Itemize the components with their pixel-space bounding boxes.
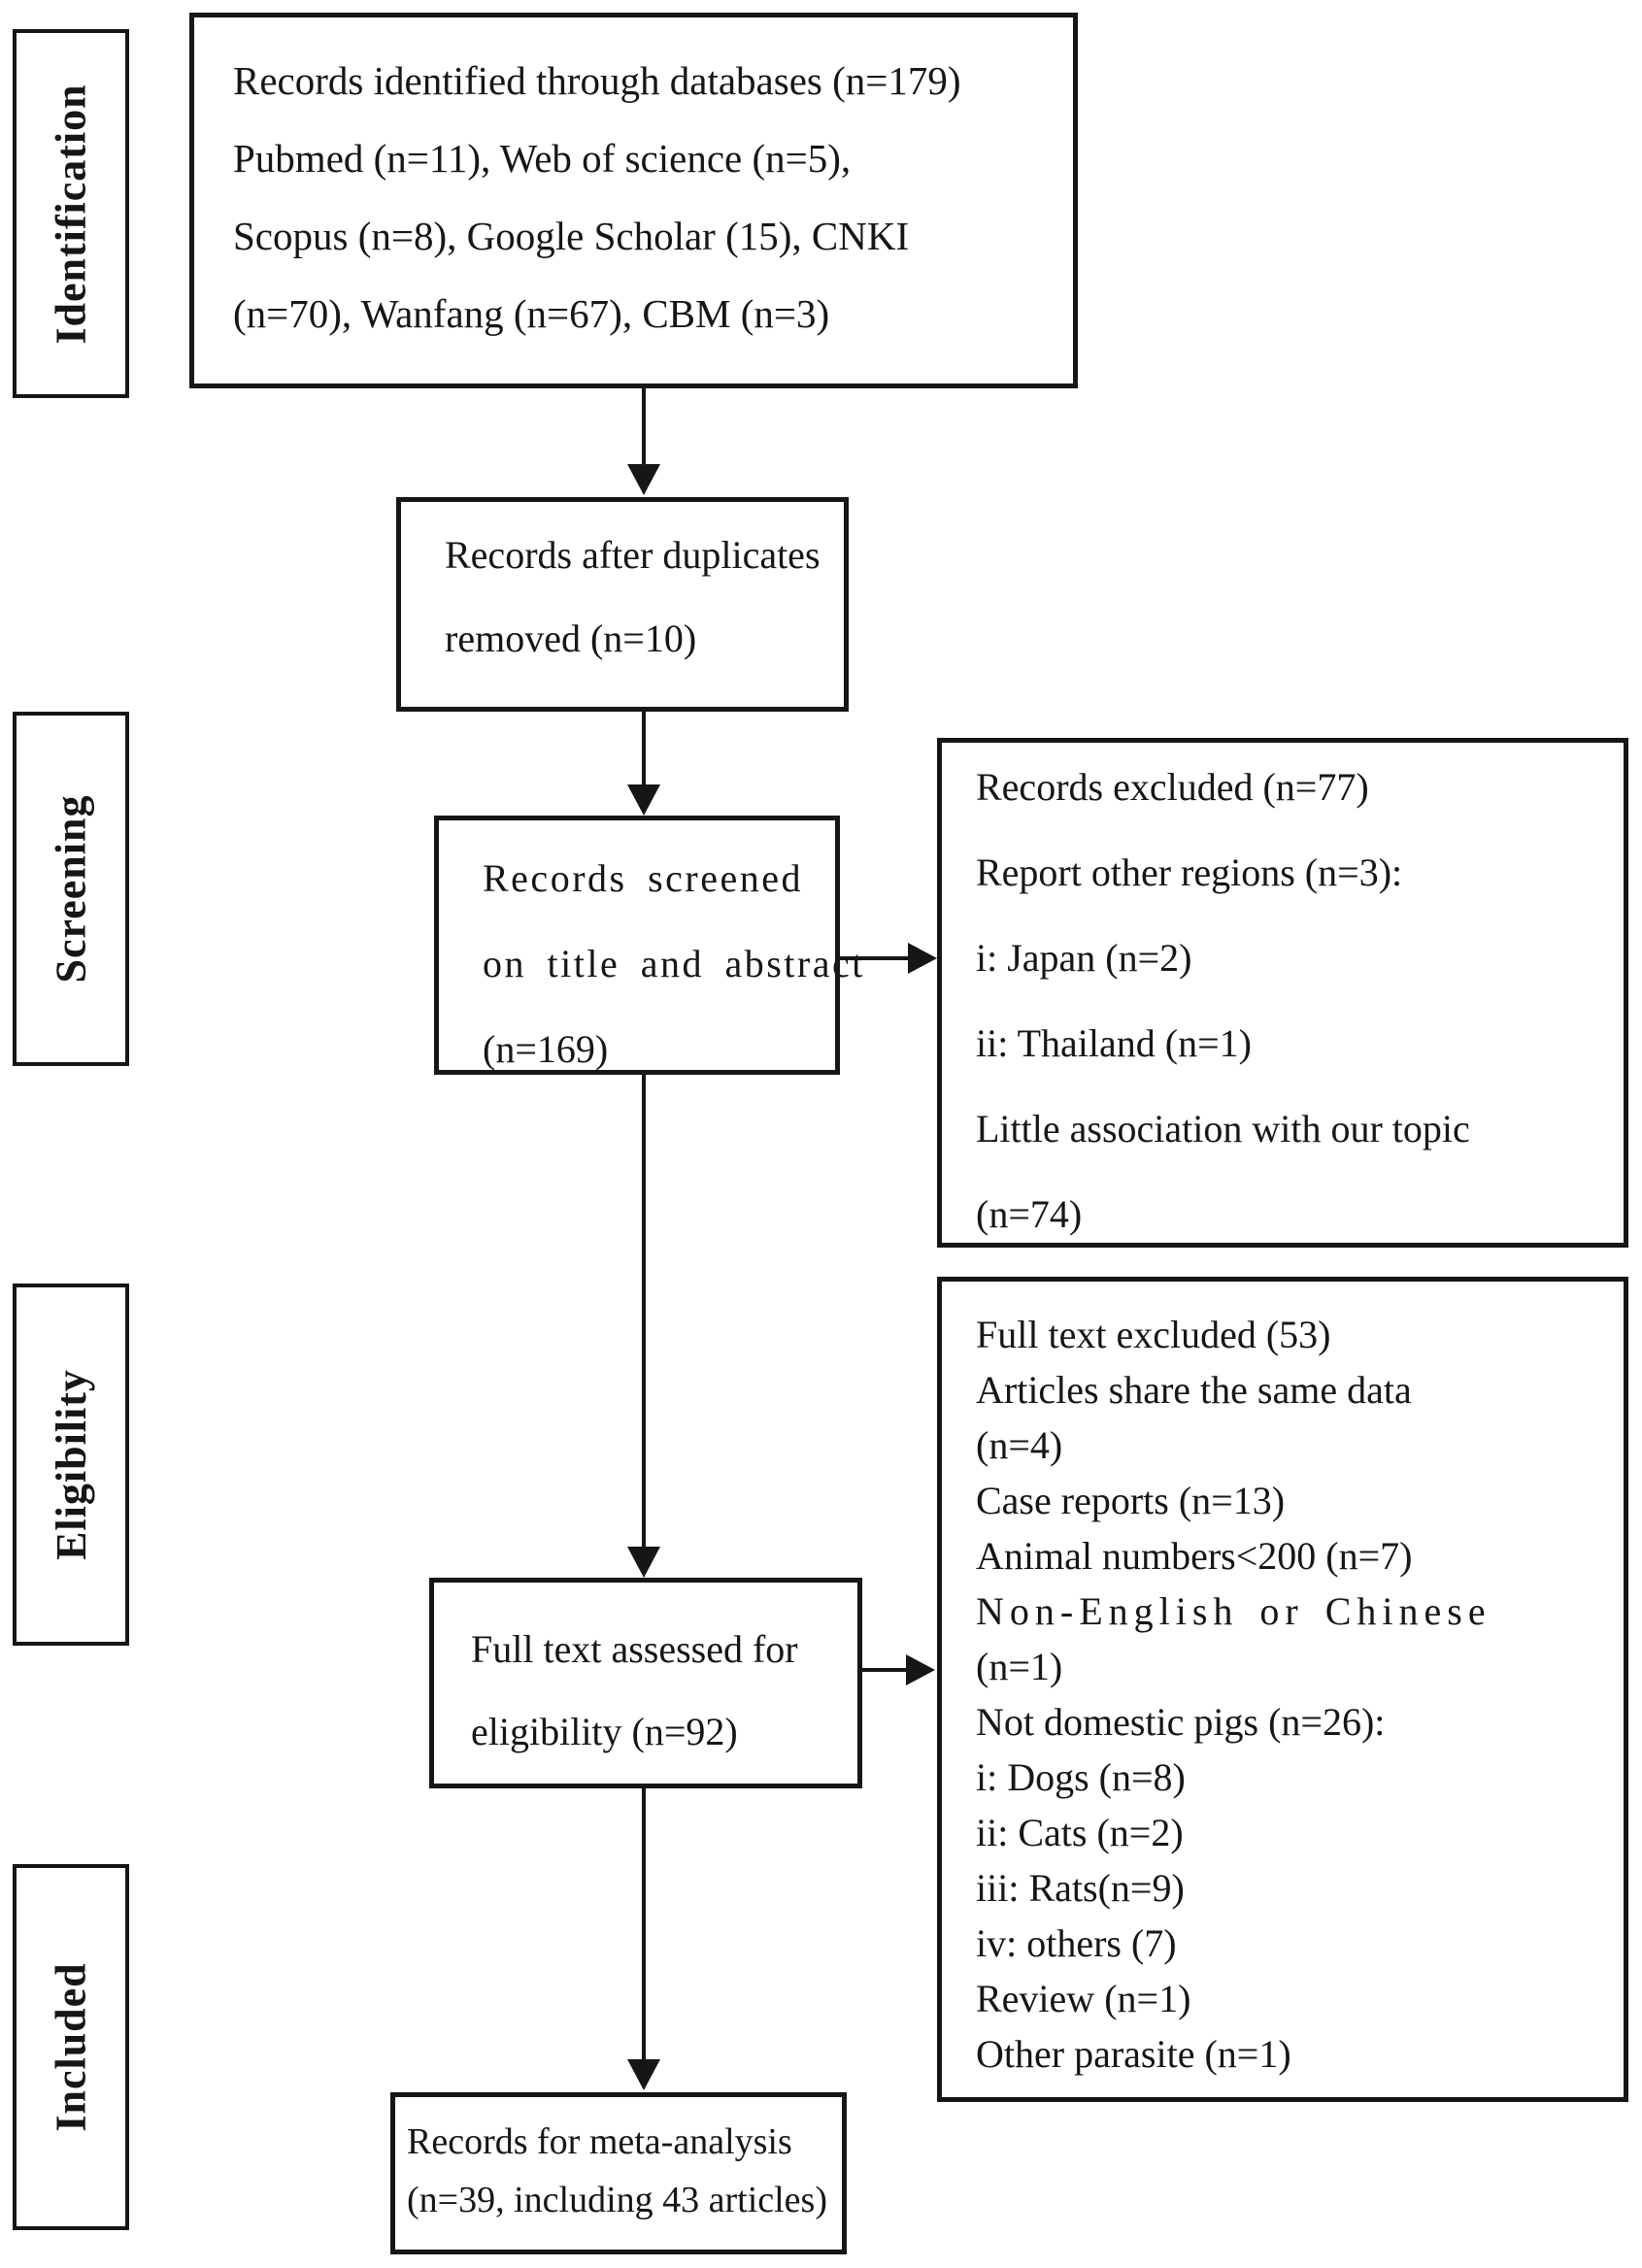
arrowhead-down-icon [627,464,660,495]
box-records-screened: Records screened on title and abstract (… [434,816,865,1075]
box-text-line: Not domestic pigs (n=26): [976,1700,1386,1744]
stage-label-screening: Screening [47,794,95,984]
box-text-line: iv: others (7) [976,1921,1177,1965]
box-text-line: Pubmed (n=11), Web of science (n=5), [233,136,852,181]
box-text-line: removed (n=10) [445,617,697,660]
box-text-line: eligibility (n=92) [471,1710,738,1753]
box-text-line: ii: Thailand (n=1) [976,1021,1252,1065]
stage-box-included: Included [13,1864,129,2230]
box-text-line: Records screened [483,856,803,900]
box-text-line: (n=70), Wanfang (n=67), CBM (n=3) [233,291,830,336]
box-text-line: i: Dogs (n=8) [976,1755,1186,1799]
box-text-line: Report other regions (n=3): [976,850,1403,894]
box-text-line: (n=74) [976,1192,1083,1236]
box-records-meta-analysis: Records for meta-analysis (n=39, includi… [390,2092,847,2254]
box-text-line: Scopus (n=8), Google Scholar (15), CNKI [233,214,910,258]
box-text-line: Little association with our topic [976,1107,1470,1151]
box-text-line: Records for meta-analysis [407,2121,792,2162]
box-text-line: Non-English or Chinese [976,1589,1491,1633]
stage-box-identification: Identification [13,29,129,398]
box-fulltext-assessed: Full text assessed for eligibility (n=92… [429,1578,862,1788]
box-records-excluded: Records excluded (n=77) Report other reg… [937,738,1628,1248]
box-records-identified: Records identified through databases (n=… [189,13,1078,388]
stage-box-screening: Screening [13,712,129,1066]
arrowhead-down-icon [627,1547,660,1578]
arrowhead-down-icon [627,2059,660,2090]
box-text-line: (n=39, including 43 articles) [407,2180,827,2220]
box-text-line: Records excluded (n=77) [976,765,1369,809]
arrow-line-identified-to-duplicates [642,388,646,466]
box-text-line: Other parasite (n=1) [976,2032,1291,2076]
box-duplicates-removed: Records after duplicates removed (n=10) [396,497,849,712]
box-text-line: Review (n=1) [976,1977,1191,2020]
box-text-line: ii: Cats (n=2) [976,1811,1184,1854]
box-text-line: Records after duplicates [445,533,821,577]
box-text-line: (n=169) [483,1027,609,1071]
stage-label-identification: Identification [47,83,95,345]
box-text-line: (n=4) [976,1423,1063,1467]
box-fulltext-excluded: Full text excluded (53) Articles share t… [937,1277,1628,2102]
arrowhead-right-icon [906,1654,935,1685]
arrowhead-down-icon [627,784,660,816]
stage-box-eligibility: Eligibility [13,1284,129,1646]
box-text-line: (n=1) [976,1645,1063,1688]
arrowhead-right-icon [908,943,937,974]
box-text-line: iii: Rats(n=9) [976,1866,1185,1910]
box-text-line: on title and abstract [483,942,865,985]
box-text-line: Full text assessed for [471,1627,798,1671]
arrow-line-screened-to-excluded [840,956,913,960]
stage-label-included: Included [47,1962,95,2132]
box-text-line: Full text excluded (53) [976,1313,1331,1356]
box-text-line: Articles share the same data [976,1368,1412,1412]
box-text-line: Case reports (n=13) [976,1479,1286,1522]
box-text-line: i: Japan (n=2) [976,936,1192,980]
stage-label-eligibility: Eligibility [47,1369,95,1560]
arrow-line-screened-to-fulltext [642,1075,646,1549]
arrow-line-fulltext-to-excluded [860,1668,913,1672]
arrow-line-fulltext-to-included [642,1788,646,2062]
box-text-line: Animal numbers<200 (n=7) [976,1534,1413,1578]
arrow-line-duplicates-to-screened [642,712,646,786]
box-text-line: Records identified through databases (n=… [233,58,961,103]
